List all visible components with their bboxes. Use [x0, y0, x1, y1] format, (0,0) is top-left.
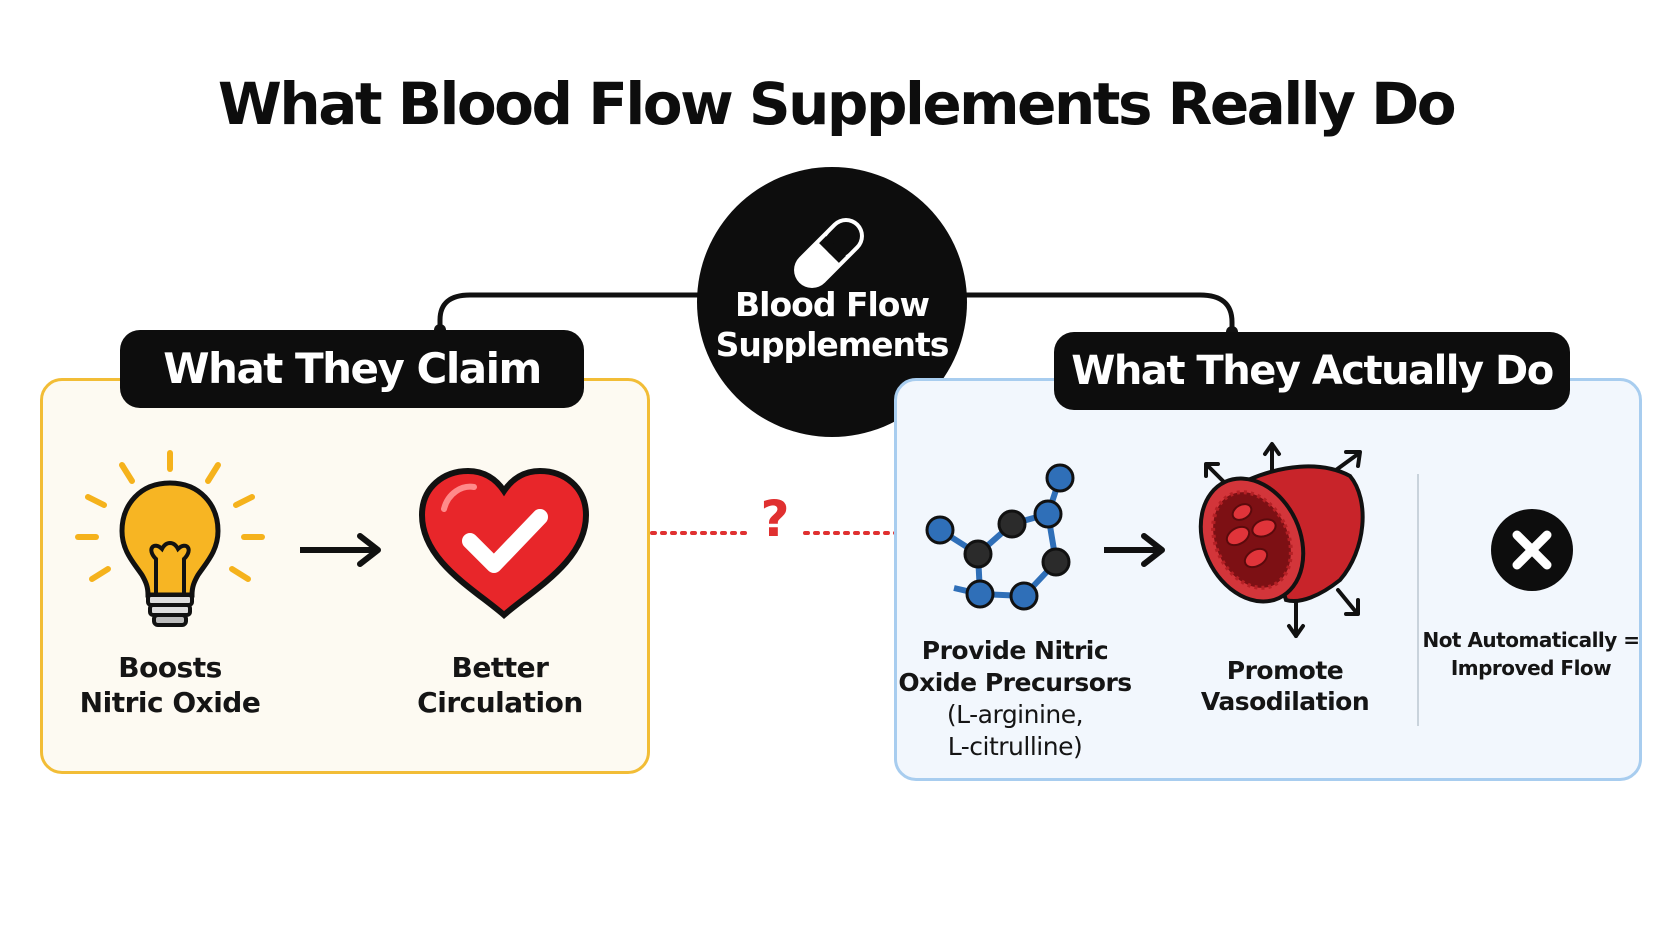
claim-step-2-label: Better Circulation — [417, 651, 583, 719]
pill-capsule-icon — [794, 218, 864, 288]
actual-step-2-label: Promote Vasodilation — [1200, 656, 1370, 716]
arrow-right-icon — [300, 533, 381, 567]
claim-heading: What They Claim — [120, 330, 584, 408]
lightbulb-icon — [75, 450, 265, 627]
question-mark: ? — [760, 490, 790, 548]
claim-step-1-label: Boosts Nitric Oxide — [79, 651, 261, 719]
x-circle-icon — [1491, 509, 1573, 591]
arrow-right-icon — [1104, 533, 1165, 567]
blood-vessel-icon — [1198, 442, 1365, 638]
actual-heading: What They Actually Do — [1054, 332, 1570, 410]
molecule-icon — [925, 463, 1075, 611]
page-title: What Blood Flow Supplements Really Do — [217, 70, 1457, 138]
heart-check-icon — [418, 467, 590, 619]
actual-step-3-label: Not Automatically = Improved Flow — [1422, 628, 1640, 680]
actual-step-1-label: Provide Nitric Oxide Precursors (L-argin… — [898, 636, 1132, 761]
panel-divider — [1417, 474, 1419, 726]
hub-label: Blood Flow Supplements — [715, 285, 950, 364]
